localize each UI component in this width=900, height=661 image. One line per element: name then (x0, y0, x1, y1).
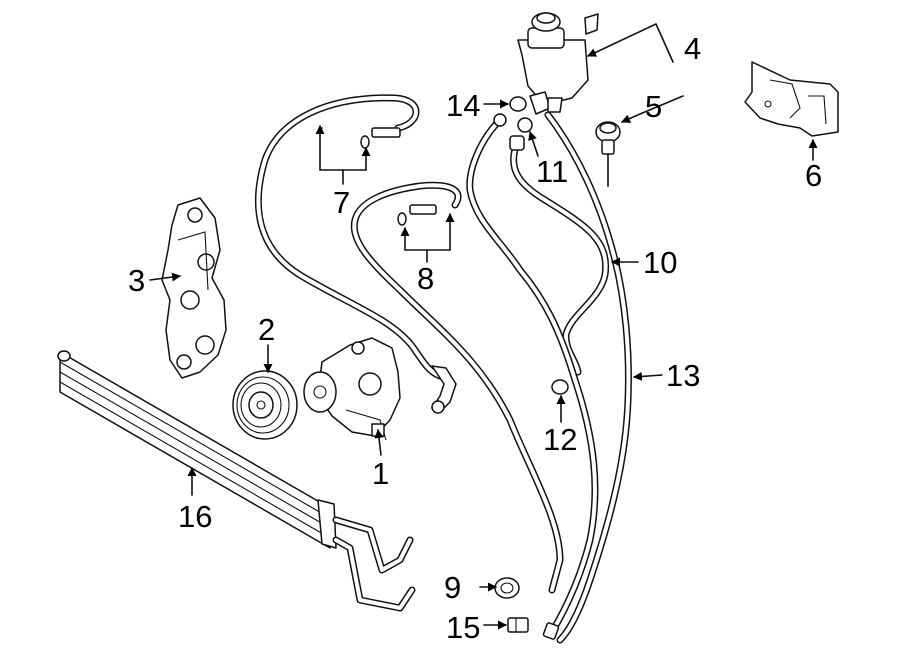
callout-4: 4 (684, 31, 701, 66)
callout-7: 7 (333, 185, 350, 220)
callout-8: 8 (417, 261, 434, 296)
callout-3: 3 (128, 263, 145, 298)
cooler-line (544, 111, 632, 644)
power-steering-pump (303, 337, 401, 441)
callout-1: 1 (372, 456, 389, 491)
callout-5: 5 (645, 89, 662, 124)
supply-hose (466, 116, 599, 640)
reservoir-hose (510, 142, 610, 376)
leader-lines (149, 23, 818, 630)
hose-clamp (493, 96, 533, 151)
callout-16: 16 (178, 499, 212, 534)
callout-13: 13 (666, 358, 700, 393)
callout-15: 15 (446, 610, 480, 645)
reservoir (517, 12, 599, 115)
callout-12: 12 (543, 422, 577, 457)
callout-2: 2 (258, 312, 275, 347)
connector-15 (507, 617, 529, 633)
hose-clamp-9 (494, 577, 520, 599)
pressure-hose (255, 94, 457, 414)
callout-11: 11 (536, 154, 568, 189)
callout-labels: 1 2 3 4 5 6 7 8 9 10 11 12 13 14 15 16 (128, 31, 822, 645)
hose-clamp-12 (551, 379, 569, 395)
pump-bracket (161, 197, 227, 379)
return-hose (350, 181, 564, 594)
callout-14: 14 (446, 88, 480, 123)
pulley (232, 370, 298, 440)
reservoir-bracket (744, 61, 839, 137)
callout-10: 10 (643, 245, 677, 280)
callout-9: 9 (444, 570, 461, 605)
dipstick-cap (595, 121, 621, 187)
callout-6: 6 (805, 158, 822, 193)
oil-cooler (57, 350, 416, 612)
